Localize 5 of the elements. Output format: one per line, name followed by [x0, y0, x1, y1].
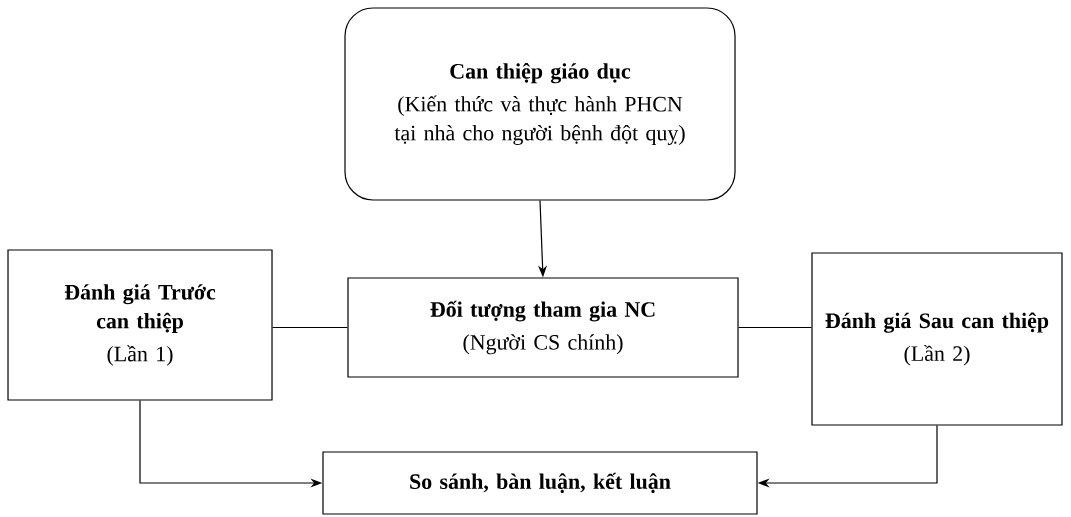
process-box: Đánh giá Trước can thiệp (Lần 1): [7, 249, 273, 401]
process-box: Can thiệp giáo dục (Kiến thức và thực hành PHCN tại nhà cho người bệnh đột quỵ): [344, 7, 736, 201]
process-box: Đánh giá Sau can thiệp (Lần 2): [811, 252, 1063, 426]
process-box: So sánh, bàn luận, kết luận: [322, 451, 758, 515]
process-box: Đối tượng tham gia NC (Người CS chính): [347, 277, 739, 378]
